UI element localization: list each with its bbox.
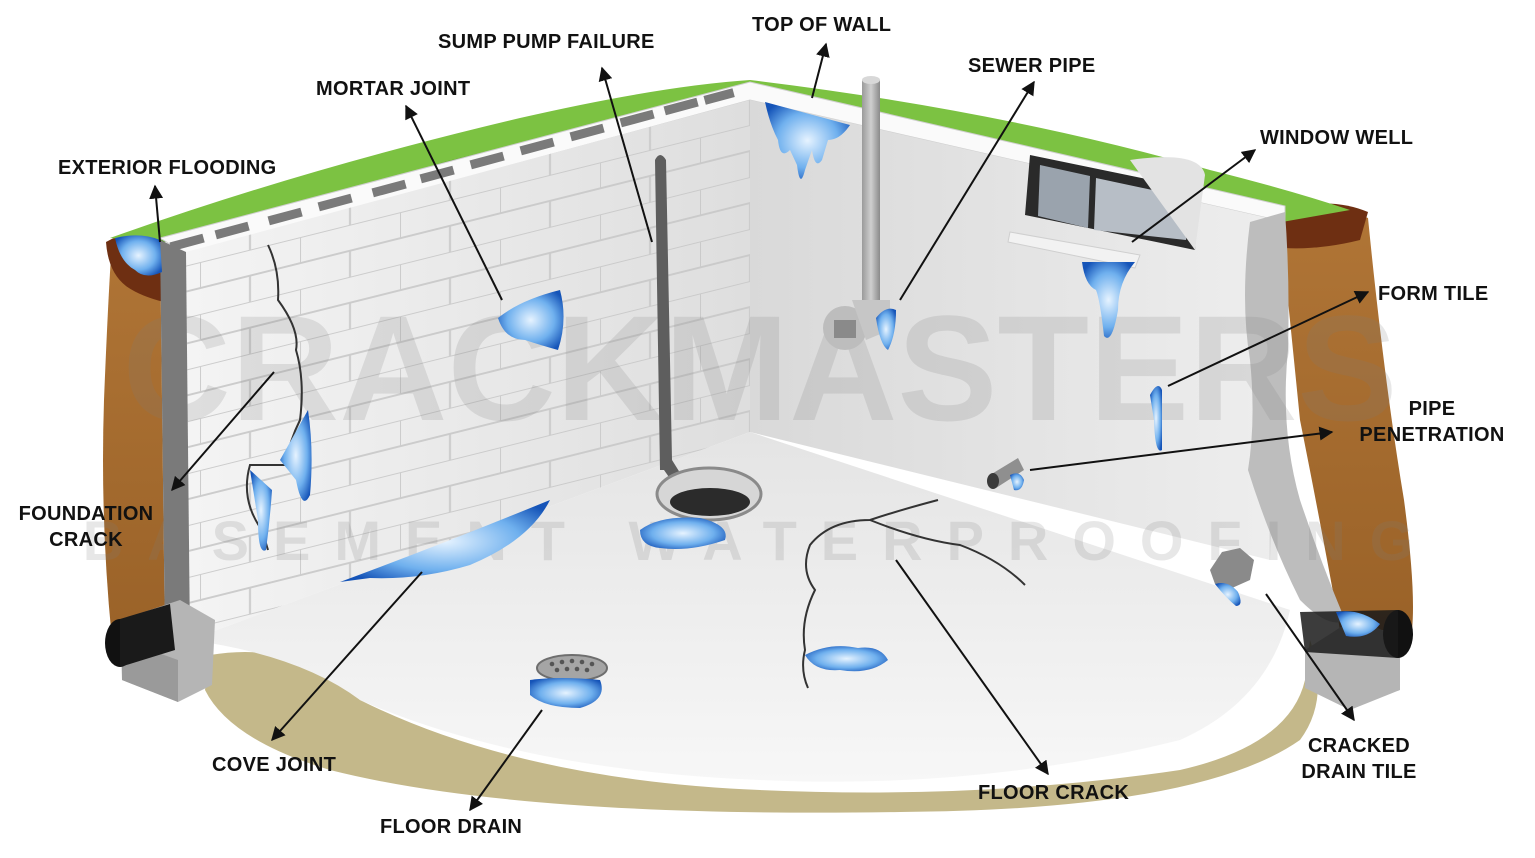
label-floor-crack: FLOOR CRACK — [978, 780, 1129, 806]
label-sump-pump-failure: SUMP PUMP FAILURE — [438, 29, 655, 55]
label-floor-drain: FLOOR DRAIN — [380, 814, 522, 840]
watermark: CRACKMASTERS BASEMENT WATERPROOFING — [83, 284, 1438, 572]
label-foundation-crack-line1: FOUNDATION — [6, 501, 166, 527]
sewer-pipe — [862, 80, 880, 310]
label-cracked-drain-tile-line1: CRACKED — [1284, 733, 1434, 759]
label-window-well: WINDOW WELL — [1260, 125, 1413, 151]
label-top-of-wall: TOP OF WALL — [752, 12, 891, 38]
label-cracked-drain-tile-line2: DRAIN TILE — [1284, 759, 1434, 785]
label-pipe-penetration-line2: PENETRATION — [1330, 422, 1534, 448]
label-foundation-crack: FOUNDATION CRACK — [6, 501, 166, 553]
label-pipe-penetration: PIPE PENETRATION — [1330, 396, 1534, 448]
label-foundation-crack-line2: CRACK — [6, 527, 166, 553]
label-exterior-flooding: EXTERIOR FLOODING — [58, 155, 276, 181]
label-form-tile: FORM TILE — [1378, 281, 1488, 307]
label-pipe-penetration-line1: PIPE — [1330, 396, 1534, 422]
label-cracked-drain-tile: CRACKED DRAIN TILE — [1284, 733, 1434, 785]
label-cove-joint: COVE JOINT — [212, 752, 336, 778]
label-sewer-pipe: SEWER PIPE — [968, 53, 1095, 79]
label-mortar-joint: MORTAR JOINT — [316, 76, 470, 102]
